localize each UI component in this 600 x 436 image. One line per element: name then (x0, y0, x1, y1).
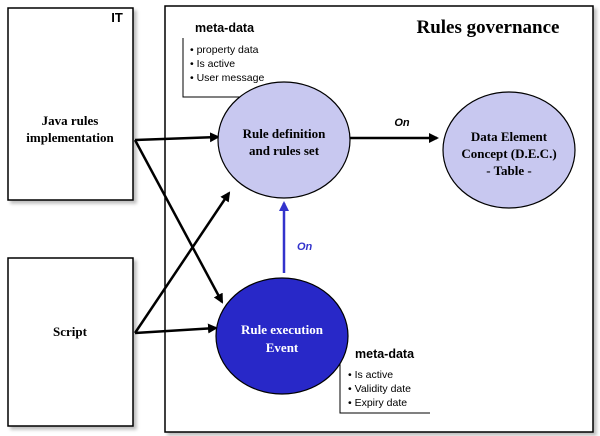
meta-data-top-bracket (182, 38, 262, 98)
script-box (7, 257, 134, 427)
arrow-script-to-execution (134, 323, 218, 335)
java-rules-box (7, 7, 134, 201)
meta-data-top-item: • property data (190, 44, 259, 56)
dec-line1: Data Element (471, 129, 548, 144)
java-box-line2: implementation (26, 130, 114, 145)
meta-data-bottom-item: • Validity date (348, 383, 411, 395)
node-rule-definition: Rule definition and rules set (217, 81, 351, 199)
rule-definition-line1: Rule definition (243, 126, 326, 141)
meta-data-top-item: • User message (190, 72, 264, 84)
rule-execution-line2: Event (266, 340, 299, 355)
script-box-label: Script (53, 324, 88, 339)
node-rule-execution: Rule execution Event (215, 277, 349, 395)
it-label: IT (111, 10, 123, 25)
dec-line3: - Table - (486, 163, 532, 178)
arrow-script-to-definition (133, 191, 231, 334)
meta-data-bottom-heading: meta-data (355, 347, 415, 361)
governance-title: Rules governance (416, 17, 559, 38)
meta-data-bottom-item: • Is active (348, 369, 393, 381)
edge-label-on-horizontal: On (394, 117, 410, 129)
arrow-java-to-execution (133, 139, 224, 304)
meta-data-bottom-bracket (339, 362, 430, 414)
dec-line2: Concept (D.E.C.) (461, 146, 556, 161)
meta-data-top-heading: meta-data (195, 21, 255, 35)
java-box-line1: Java rules (42, 113, 99, 128)
arrow-java-to-definition (134, 132, 220, 143)
meta-data-top-item: • Is active (190, 58, 235, 70)
rule-execution-line1: Rule execution (241, 322, 324, 337)
node-dec: Data Element Concept (D.E.C.) - Table - (442, 91, 576, 209)
rule-definition-line2: and rules set (249, 143, 320, 158)
edge-label-on-vertical: On (297, 241, 313, 253)
meta-data-bottom-item: • Expiry date (348, 397, 407, 409)
connector-arrows (133, 132, 439, 335)
